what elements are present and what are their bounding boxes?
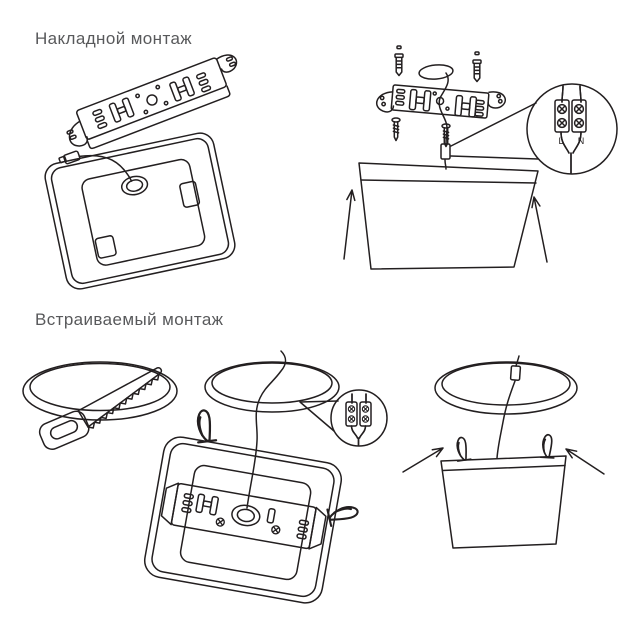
arrow-diagonal-icon <box>402 447 444 473</box>
recessed-mount-title: Встраиваемый монтаж <box>35 310 224 329</box>
ceiling-hole <box>418 64 454 80</box>
panel-back-with-bracket <box>143 408 361 604</box>
power-cable <box>496 380 516 459</box>
power-cable <box>246 350 287 509</box>
step-ceiling-installation: L N <box>343 45 618 270</box>
bracket-end-wing <box>215 54 238 73</box>
cable-grommet <box>231 504 261 527</box>
bracket-strip <box>76 57 227 140</box>
saw-icon <box>38 366 163 451</box>
dowel-icon <box>394 45 404 77</box>
ceiling-cutout <box>204 361 340 413</box>
terminal-screw-icon <box>556 103 568 115</box>
terminal-detail-magnifier: L N <box>526 83 618 175</box>
spring-clip-icon <box>454 436 472 462</box>
arrow-up-icon <box>343 189 356 260</box>
terminal-block <box>571 99 587 133</box>
panel-back <box>143 436 343 604</box>
terminal-detail-magnifier <box>330 389 388 447</box>
cable-connector <box>440 143 451 160</box>
terminal-screw-icon <box>573 117 585 129</box>
power-cable <box>78 154 133 182</box>
dowel-icon <box>472 51 482 83</box>
bracket-center-hole <box>435 96 445 106</box>
cable-plug <box>63 150 81 165</box>
mounting-bracket <box>170 482 317 550</box>
cable-grommet <box>120 175 149 196</box>
step-panel-insertion <box>402 355 605 549</box>
step-panel-back-with-cable <box>44 132 236 290</box>
led-panel <box>358 162 539 270</box>
led-panel <box>440 455 567 549</box>
panel-back <box>44 132 236 290</box>
ceiling-cutout <box>434 361 578 415</box>
surface-mount-title: Накладной монтаж <box>35 29 193 48</box>
line-label: L <box>558 136 563 146</box>
terminal-screw-icon <box>556 117 568 129</box>
step-cut-ceiling-hole <box>22 361 178 451</box>
step-mounting-bracket <box>66 54 238 150</box>
bracket-center-hole <box>146 94 158 106</box>
terminal-screw-icon <box>361 415 370 423</box>
terminal-screw-icon <box>573 103 585 115</box>
neutral-label: N <box>578 136 585 146</box>
magnifier-circle <box>526 83 618 175</box>
spring-clip-icon <box>326 503 361 528</box>
terminal-screw-icon <box>347 415 356 423</box>
step-cable-connection <box>143 350 388 604</box>
arrow-diagonal-icon <box>565 448 605 475</box>
ceiling-cutout <box>22 361 178 421</box>
spring-clip-icon <box>194 408 218 444</box>
panel-recess <box>81 158 206 266</box>
terminal-block <box>554 99 570 133</box>
magnifier-circle <box>330 389 388 447</box>
spring-clip-icon <box>539 433 557 460</box>
screw-icon <box>391 117 401 142</box>
mounting-bracket <box>375 84 507 119</box>
terminal-screw-icon <box>361 405 370 413</box>
arrow-up-icon <box>531 196 548 263</box>
cable-connector <box>509 365 522 381</box>
terminal-screw-icon <box>347 405 356 413</box>
